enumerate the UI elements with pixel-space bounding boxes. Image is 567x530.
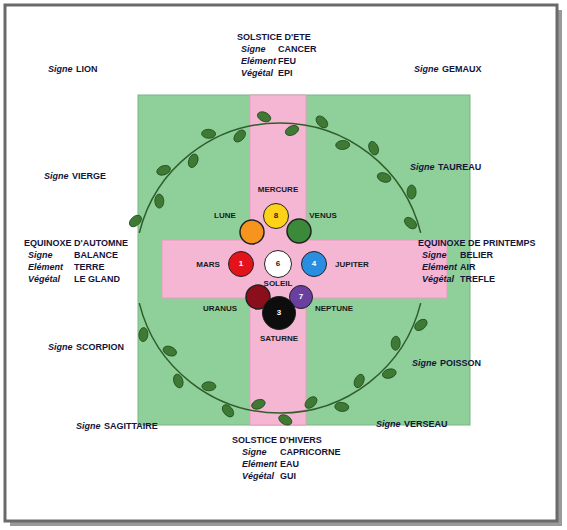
- field-value: VERSEAU: [404, 420, 448, 429]
- planet-name: LUNE: [214, 212, 236, 220]
- field-value: SAGITTAIRE: [104, 422, 158, 431]
- orange-circle: [240, 220, 264, 244]
- field-name: Végétal: [28, 275, 60, 284]
- field-name: Signe: [76, 422, 101, 431]
- field-value: LION: [76, 65, 98, 74]
- field-value: EPI: [278, 69, 293, 78]
- leaf: [220, 403, 236, 420]
- field-name: Signe: [376, 420, 401, 429]
- leaf: [402, 215, 418, 231]
- season-title: SOLSTICE D'ETE: [237, 33, 311, 42]
- leaf: [314, 114, 330, 130]
- leaf: [284, 123, 300, 137]
- frame: [5, 5, 557, 521]
- callout-number: 1: [239, 260, 243, 268]
- planet-name: MERCURE: [258, 186, 298, 194]
- leaf: [335, 140, 349, 150]
- leaf: [413, 317, 430, 333]
- leaf: [376, 171, 392, 184]
- field-name: Signe: [242, 448, 267, 457]
- leaf: [186, 153, 199, 169]
- leaf: [155, 164, 171, 177]
- field-name: Signe: [28, 251, 53, 260]
- green-square: [138, 95, 470, 425]
- leaf: [127, 213, 143, 229]
- planet-circle: 8: [263, 203, 289, 229]
- leaf: [256, 110, 272, 124]
- field-value: SCORPION: [76, 343, 124, 352]
- planet-circle: 1: [228, 251, 254, 277]
- field-name: Elément: [241, 57, 276, 66]
- field-name: Végétal: [241, 69, 273, 78]
- leaf: [303, 394, 319, 410]
- field-name: Signe: [44, 172, 69, 181]
- planet-name: MARS: [196, 261, 220, 269]
- planet-name: URANUS: [203, 305, 237, 313]
- field-name: Signe: [241, 45, 266, 54]
- green-circle: [287, 219, 311, 243]
- callout-number: 3: [277, 309, 281, 317]
- field-name: Signe: [414, 65, 439, 74]
- vine-stem: [139, 123, 420, 233]
- field-name: Végétal: [242, 472, 274, 481]
- season-title: SOLSTICE D'HIVERS: [232, 436, 322, 445]
- field-value: FEU: [278, 57, 296, 66]
- field-value: CANCER: [278, 45, 317, 54]
- field-value: EAU: [280, 460, 299, 469]
- leaf: [391, 336, 401, 350]
- callout-number: 7: [299, 293, 303, 301]
- field-value: VIERGE: [72, 172, 106, 181]
- field-name: Elément: [28, 263, 63, 272]
- planet-circle: 4: [301, 251, 327, 277]
- season-title: EQUINOXE D'AUTOMNE: [24, 239, 128, 248]
- field-name: Elément: [422, 263, 457, 272]
- callout-number: 8: [274, 212, 278, 220]
- field-value: TERRE: [74, 263, 105, 272]
- field-value: BELIER: [460, 251, 493, 260]
- planet-name: SATURNE: [260, 335, 298, 343]
- planet-name: NEPTUNE: [315, 305, 353, 313]
- field-name: Signe: [422, 251, 447, 260]
- planet-name: VENUS: [309, 212, 337, 220]
- callout-number: 4: [312, 260, 316, 268]
- planet-circle: 3: [262, 296, 296, 330]
- field-name: Signe: [48, 343, 73, 352]
- leaf: [202, 382, 216, 391]
- field-name: Signe: [410, 163, 435, 172]
- field-value: POISSON: [440, 359, 481, 368]
- callout-number: 6: [276, 260, 280, 268]
- leaf: [138, 327, 148, 342]
- field-name: Végétal: [422, 275, 454, 284]
- leaf: [381, 367, 397, 380]
- leaf: [201, 129, 215, 138]
- field-value: TREFLE: [460, 275, 495, 284]
- leaf-wreath: [127, 110, 429, 427]
- field-value: CAPRICORNE: [280, 448, 341, 457]
- planet-name: JUPITER: [335, 261, 369, 269]
- leaf: [162, 344, 178, 358]
- field-name: Signe: [48, 65, 73, 74]
- leaf: [367, 140, 381, 156]
- field-name: Elément: [242, 460, 277, 469]
- field-name: Signe: [412, 359, 437, 368]
- leaf: [232, 128, 248, 144]
- field-value: GUI: [280, 472, 296, 481]
- leaf: [250, 398, 266, 411]
- field-value: TAUREAU: [438, 163, 481, 172]
- field-value: GEMAUX: [442, 65, 482, 74]
- leaf: [407, 185, 416, 199]
- leaf: [352, 373, 366, 389]
- field-value: BALANCE: [74, 251, 118, 260]
- leaf: [277, 413, 294, 428]
- planet-name: SOLEIL: [264, 280, 293, 288]
- field-value: LE GLAND: [74, 275, 120, 284]
- leaf: [334, 402, 349, 412]
- leaf: [172, 373, 185, 389]
- planet-circle: 6: [264, 250, 292, 278]
- season-title: EQUINOXE DE PRINTEMPS: [418, 239, 536, 248]
- leaf: [155, 194, 164, 208]
- field-value: AIR: [460, 263, 476, 272]
